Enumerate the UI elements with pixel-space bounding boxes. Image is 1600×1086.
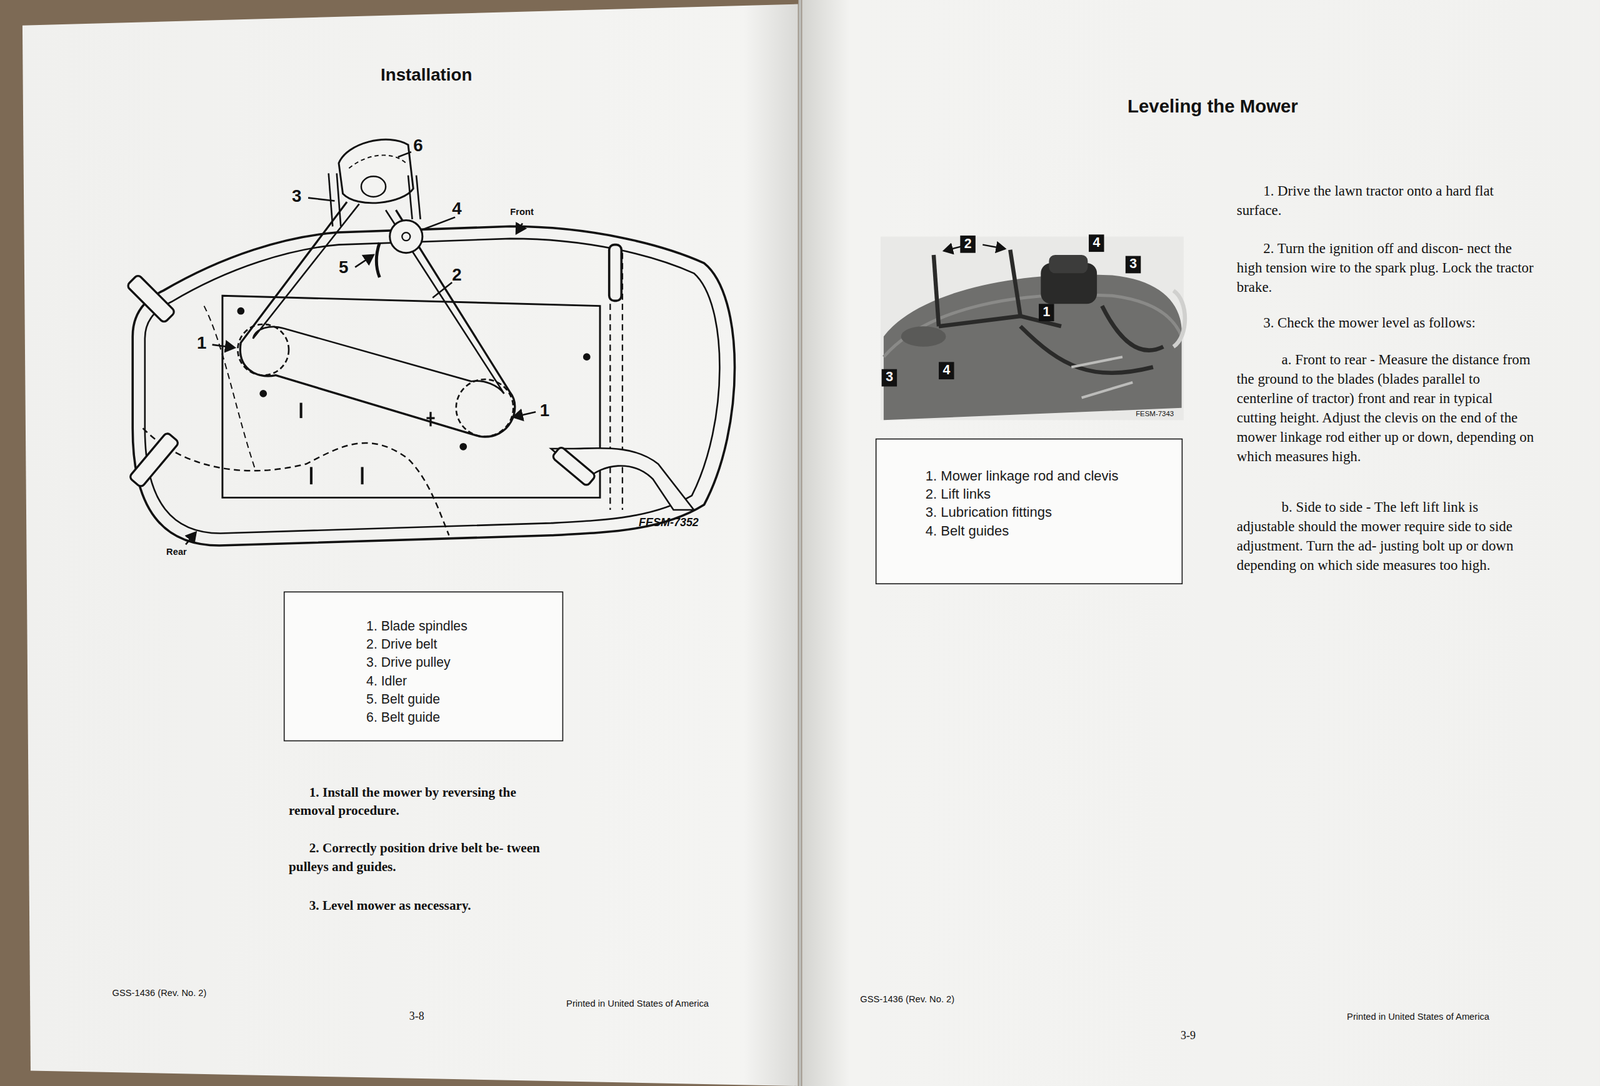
callout: 3 [291, 186, 302, 207]
photo-callout: 3 [1125, 256, 1142, 274]
legend-item: 5. Belt guide [366, 690, 552, 709]
legend-item: 3. Lubrication fittings [925, 503, 1172, 522]
step: 2. Correctly position drive belt be- twe… [288, 839, 552, 877]
page-number: 3-8 [409, 1010, 425, 1024]
direction: Rear [166, 546, 187, 558]
legend-item: 4. Belt guides [925, 522, 1172, 541]
step: 3. Level mower as necessary. [309, 896, 472, 915]
footer: Printed in United States of America [1346, 1011, 1490, 1023]
direction: Front [510, 206, 534, 218]
legend-item: 1. Mower linkage rod and clevis [925, 466, 1172, 485]
figure-code: FESM-7352 [638, 516, 699, 530]
figure-code: FESM-7343 [1135, 410, 1174, 419]
paragraph: 2. Turn the ignition off and discon- nec… [1236, 238, 1535, 297]
page-number: 3-9 [1180, 1029, 1196, 1043]
photo-callout: 4 [1088, 234, 1105, 252]
step: 1. Install the mower by reversing the re… [288, 783, 552, 820]
legend-item: 1. Blade spindles [366, 616, 552, 635]
photo-callout: 1 [1038, 303, 1055, 322]
photo-callout: 3 [881, 369, 898, 387]
callout: 1 [196, 333, 207, 354]
callout: 5 [338, 258, 349, 279]
paragraph: a. Front to rear - Measure the distance … [1236, 350, 1535, 467]
photo-callout: 2 [960, 235, 976, 254]
footer: GSS-1436 (Rev. No. 2) [860, 994, 955, 1005]
legend-item: 6. Belt guide [366, 708, 552, 727]
callout: 1 [540, 400, 550, 421]
legend-item: 2. Lift links [925, 485, 1172, 504]
legend-item: 4. Idler [366, 671, 552, 690]
paragraph: 3. Check the mower level as follows: [1236, 313, 1535, 333]
photo-callout: 4 [938, 361, 955, 380]
legend-box: 1. Mower linkage rod and clevis2. Lift l… [875, 438, 1183, 585]
heading: Leveling the Mower [1127, 95, 1299, 117]
footer: GSS-1436 (Rev. No. 2) [112, 988, 207, 999]
footer: Printed in United States of America [566, 998, 709, 1010]
callout: 6 [413, 135, 423, 156]
paragraph: 1. Drive the lawn tractor onto a hard fl… [1236, 181, 1535, 220]
legend-item: 2. Drive belt [366, 635, 552, 654]
callout: 4 [451, 198, 462, 219]
heading: Installation [380, 65, 473, 85]
callout: 2 [451, 265, 462, 285]
legend-box: 1. Blade spindles2. Drive belt3. Drive p… [283, 591, 564, 742]
paragraph: b. Side to side - The left lift link is … [1236, 497, 1535, 575]
legend-item: 3. Drive pulley [366, 653, 552, 672]
